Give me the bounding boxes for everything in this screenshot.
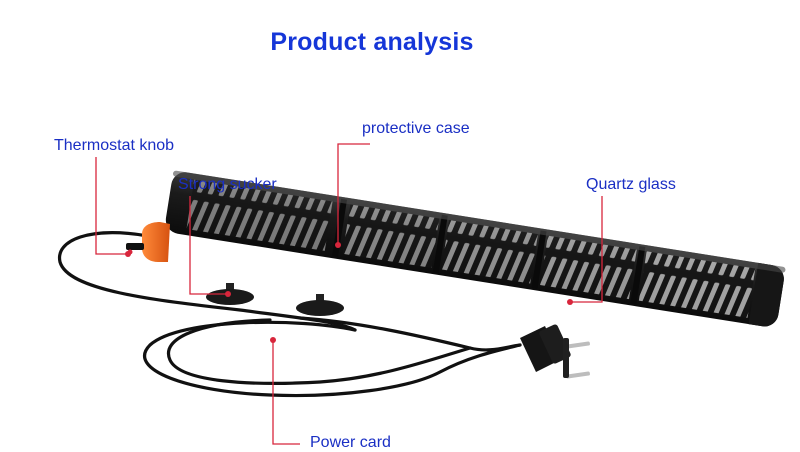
sucker-cup-1 [206, 283, 254, 305]
label-quartz-glass: Quartz glass [586, 176, 676, 193]
power-cord [58, 231, 522, 398]
label-thermostat-knob: Thermostat knob [54, 137, 175, 154]
leader-dots [125, 242, 573, 343]
sucker-cup-2 [296, 294, 344, 316]
label-strong-sucker: Strong sucker [178, 176, 277, 193]
heater-body [165, 170, 786, 327]
power-plug [520, 324, 590, 379]
label-power-card: Power card [310, 434, 391, 451]
page-title: Product analysis [0, 28, 800, 57]
thermostat-knob [126, 222, 170, 262]
leader-lines [95, 143, 603, 445]
page-title-text: Product analysis [270, 28, 474, 56]
label-protective-case: protective case [362, 120, 470, 137]
